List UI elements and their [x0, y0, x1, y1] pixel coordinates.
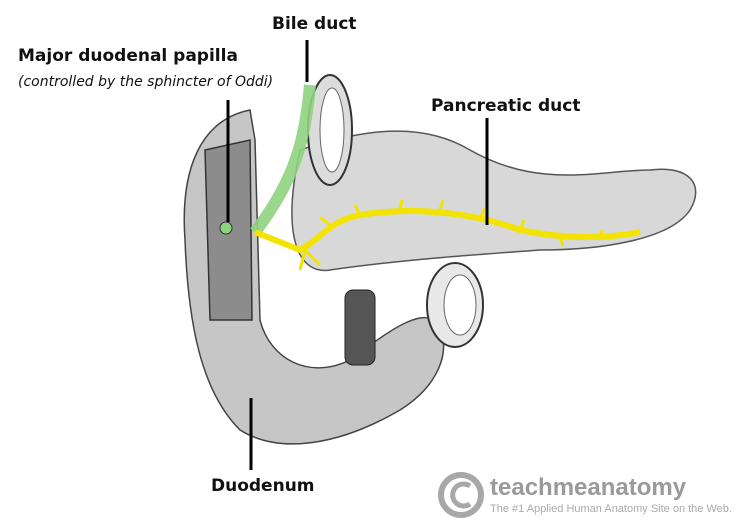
pancreatic-duct-branches	[298, 199, 604, 271]
duodenum-label: Duodenum	[211, 476, 315, 496]
logo-name: teachmeanatomy	[490, 474, 687, 501]
copyright-icon	[438, 472, 484, 518]
bile-duct-label: Bile duct	[272, 14, 357, 34]
lumen-inner	[443, 274, 477, 336]
bile-duct-highlight	[250, 84, 316, 236]
vessel	[344, 289, 376, 366]
papilla-label: Major duodenal papilla	[18, 46, 238, 66]
papilla-note: (controlled by the sphincter of Oddi)	[18, 74, 274, 90]
pancreatic-duct-label: Pancreatic duct	[431, 96, 581, 116]
papilla-marker	[219, 221, 233, 235]
tube-lumen	[319, 87, 345, 173]
pancreatic-duct-highlight	[253, 208, 641, 254]
pancreas	[291, 130, 697, 272]
logo-tagline: The #1 Applied Human Anatomy Site on the…	[490, 503, 732, 515]
